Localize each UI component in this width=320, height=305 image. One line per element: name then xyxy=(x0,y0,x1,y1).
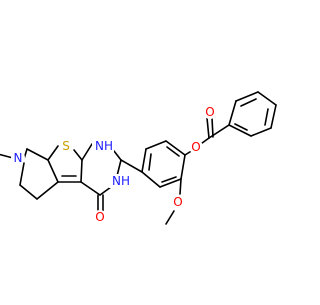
bond xyxy=(47,145,59,161)
nh-atom-3: NH xyxy=(109,174,131,188)
bond xyxy=(179,178,182,195)
bond xyxy=(120,159,143,173)
atom-n-label: N xyxy=(14,151,23,165)
atom-s-label: S xyxy=(62,139,70,153)
sulfur-atom: S xyxy=(59,139,73,153)
bond xyxy=(180,154,186,180)
bond xyxy=(161,176,177,183)
bond xyxy=(145,140,167,150)
bond xyxy=(165,140,186,156)
bond xyxy=(206,117,210,139)
atom-o-label: O xyxy=(95,210,104,224)
bond xyxy=(99,186,112,196)
bond xyxy=(228,124,252,137)
bond xyxy=(36,181,59,200)
bond xyxy=(0,153,14,159)
bond xyxy=(234,123,248,131)
molecule-svg: S NH NH N O O O O xyxy=(0,91,277,225)
bond xyxy=(159,178,182,188)
nitrogen-atom: N xyxy=(11,151,25,165)
structure-diagram: S NH NH N O O O O xyxy=(0,91,277,225)
bond xyxy=(141,148,147,173)
bond xyxy=(148,153,152,171)
bond xyxy=(81,143,93,161)
bond xyxy=(250,127,272,137)
atom-o-label: O xyxy=(205,105,214,119)
bond xyxy=(141,171,161,188)
atom-nh-label: NH xyxy=(95,139,113,153)
bond xyxy=(26,148,49,161)
atom-labels: S NH NH N O O O O xyxy=(11,105,217,224)
bond xyxy=(80,181,101,196)
bond xyxy=(240,98,257,107)
carbonyl-oxygen: O xyxy=(203,105,217,119)
bond xyxy=(165,210,175,225)
bond xyxy=(113,150,122,161)
bond xyxy=(228,100,237,126)
ester-oxygen: O xyxy=(189,140,203,154)
bond xyxy=(270,104,277,129)
bond xyxy=(47,159,59,183)
bond xyxy=(116,159,122,177)
bond xyxy=(235,91,259,102)
bond xyxy=(264,108,269,126)
bond xyxy=(257,91,277,106)
bond xyxy=(166,146,180,157)
bond xyxy=(19,184,38,200)
bond xyxy=(211,117,214,138)
ketone-oxygen: O xyxy=(93,210,107,224)
nh-atom-1: NH xyxy=(92,139,114,153)
bond xyxy=(80,159,83,183)
atom-nh-label: NH xyxy=(112,174,130,188)
bond xyxy=(19,162,25,186)
bonds xyxy=(0,91,277,225)
methoxy-oxygen: O xyxy=(171,195,185,209)
bond xyxy=(73,149,83,161)
atom-o-label: O xyxy=(173,195,182,209)
atom-o-label: O xyxy=(191,140,200,154)
